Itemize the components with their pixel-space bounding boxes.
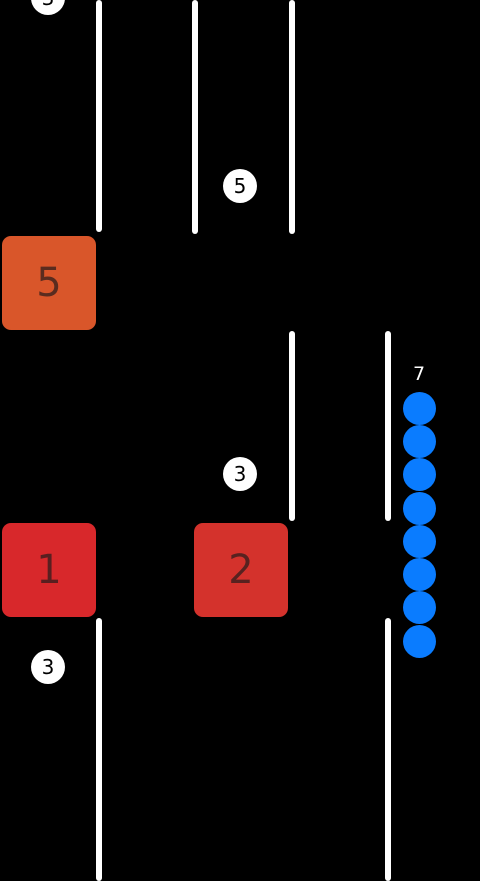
lane-wall-6	[96, 618, 102, 881]
snake-length-label: 7	[412, 363, 426, 385]
block-value: 5	[36, 260, 62, 306]
pickup-value: 3	[233, 462, 247, 486]
number-block: 2	[194, 523, 288, 617]
block-value: 1	[36, 547, 62, 593]
pickup-ball: 3	[223, 457, 257, 491]
snake-segment	[403, 591, 436, 624]
lane-wall-2	[192, 0, 198, 234]
lane-wall-3	[289, 0, 295, 234]
lane-wall-7	[385, 618, 391, 881]
lane-wall-4	[289, 331, 295, 521]
pickup-value: 3	[41, 655, 55, 679]
pickup-value: 5	[233, 174, 247, 198]
block-value: 2	[228, 547, 254, 593]
snake-head[interactable]	[403, 392, 436, 425]
lane-wall-1	[96, 0, 102, 232]
pickup-value: 3	[42, 0, 55, 10]
snake-segment	[403, 492, 436, 525]
pickup-ball: 5	[223, 169, 257, 203]
pickup-ball-top: 3	[31, 0, 65, 15]
snake-segment	[403, 625, 436, 658]
number-block: 1	[2, 523, 96, 617]
number-block: 5	[2, 236, 96, 330]
snake-segment	[403, 558, 436, 591]
pickup-ball: 3	[31, 650, 65, 684]
snake-segment	[403, 458, 436, 491]
snake-segment	[403, 525, 436, 558]
lane-wall-5	[385, 331, 391, 521]
snake-segment	[403, 425, 436, 458]
